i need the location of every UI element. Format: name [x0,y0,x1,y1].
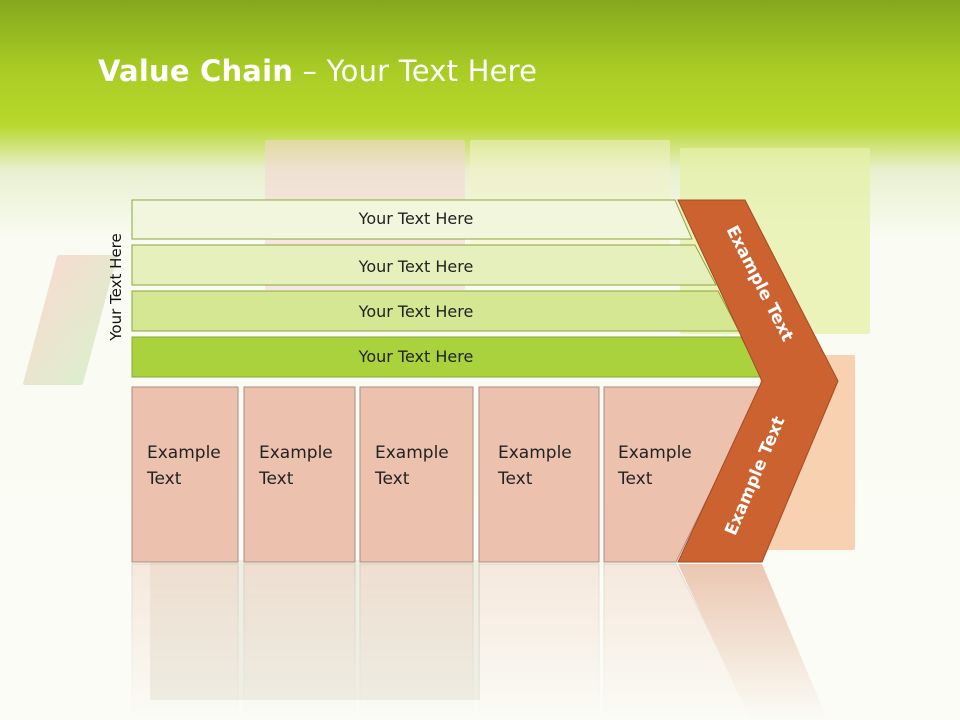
reflection-box-4 [478,563,600,720]
primary-box-2-line-1: Example [259,443,333,463]
reflection-chevron [678,564,828,720]
primary-box-3 [359,386,474,563]
primary-box-1-line-2: Text [146,469,182,489]
primary-box-5 [603,386,763,563]
primary-activities: Example Text Example Text Example Text E… [131,386,763,563]
primary-box-1 [131,386,239,563]
support-band-2-text: Your Text Here [358,257,474,276]
primary-box-2 [243,386,356,563]
primary-box-4 [478,386,600,563]
primary-box-5-line-1: Example [618,443,692,463]
slide-title-bold: Value Chain [98,54,294,88]
reflection-box-2 [243,563,356,720]
reflection-box-1 [131,563,239,720]
support-band-1 [131,199,693,240]
reflection-box-3 [359,563,474,720]
slide-title: Value Chain – Your Text Here [98,54,537,88]
primary-box-1-line-1: Example [147,443,221,463]
primary-box-2-line-2: Text [258,469,294,489]
support-band-2 [131,244,717,286]
primary-box-5-line-2: Text [617,469,653,489]
diagram-reflection [131,563,828,720]
support-band-1-text: Your Text Here [358,209,474,228]
support-band-4-text: Your Text Here [358,347,474,366]
support-band-3-text: Your Text Here [358,302,474,321]
reflection-box-5 [603,563,754,720]
primary-box-4-line-1: Example [498,443,572,463]
margin-chevron-shape [677,199,839,563]
primary-box-3-line-1: Example [375,443,449,463]
support-activities: Your Text Here Your Text Here Your Text … [131,199,763,378]
slide-title-rest: – Your Text Here [293,54,538,88]
primary-box-3-line-2: Text [374,469,410,489]
primary-box-4-line-2: Text [497,469,533,489]
